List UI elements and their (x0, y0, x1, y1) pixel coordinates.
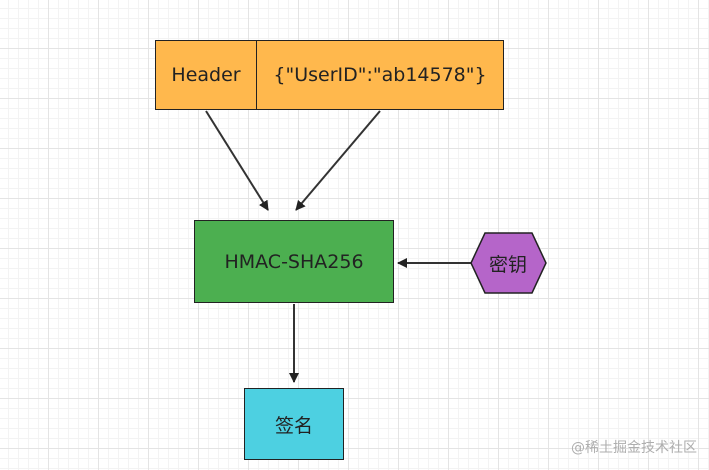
arrow-payload-to-hmac (295, 110, 381, 211)
signature-box: 签名 (244, 388, 344, 460)
signature-label: 签名 (274, 414, 313, 437)
key-hexagon-shape (470, 232, 547, 294)
header-cell: Header (155, 40, 257, 110)
key-label: 密钥 (488, 253, 527, 276)
hmac-sha256-box: HMAC-SHA256 (194, 220, 394, 303)
payload-cell: {"UserID":"ab14578"} (256, 40, 504, 110)
arrow-header-to-hmac (205, 110, 269, 211)
watermark: @稀土掘金技术社区 (571, 440, 697, 456)
key-label-wrap: 密钥 (470, 233, 546, 293)
algorithm-label: HMAC-SHA256 (224, 250, 364, 273)
payload-label: {"UserID":"ab14578"} (273, 64, 487, 86)
header-label: Header (171, 64, 241, 86)
